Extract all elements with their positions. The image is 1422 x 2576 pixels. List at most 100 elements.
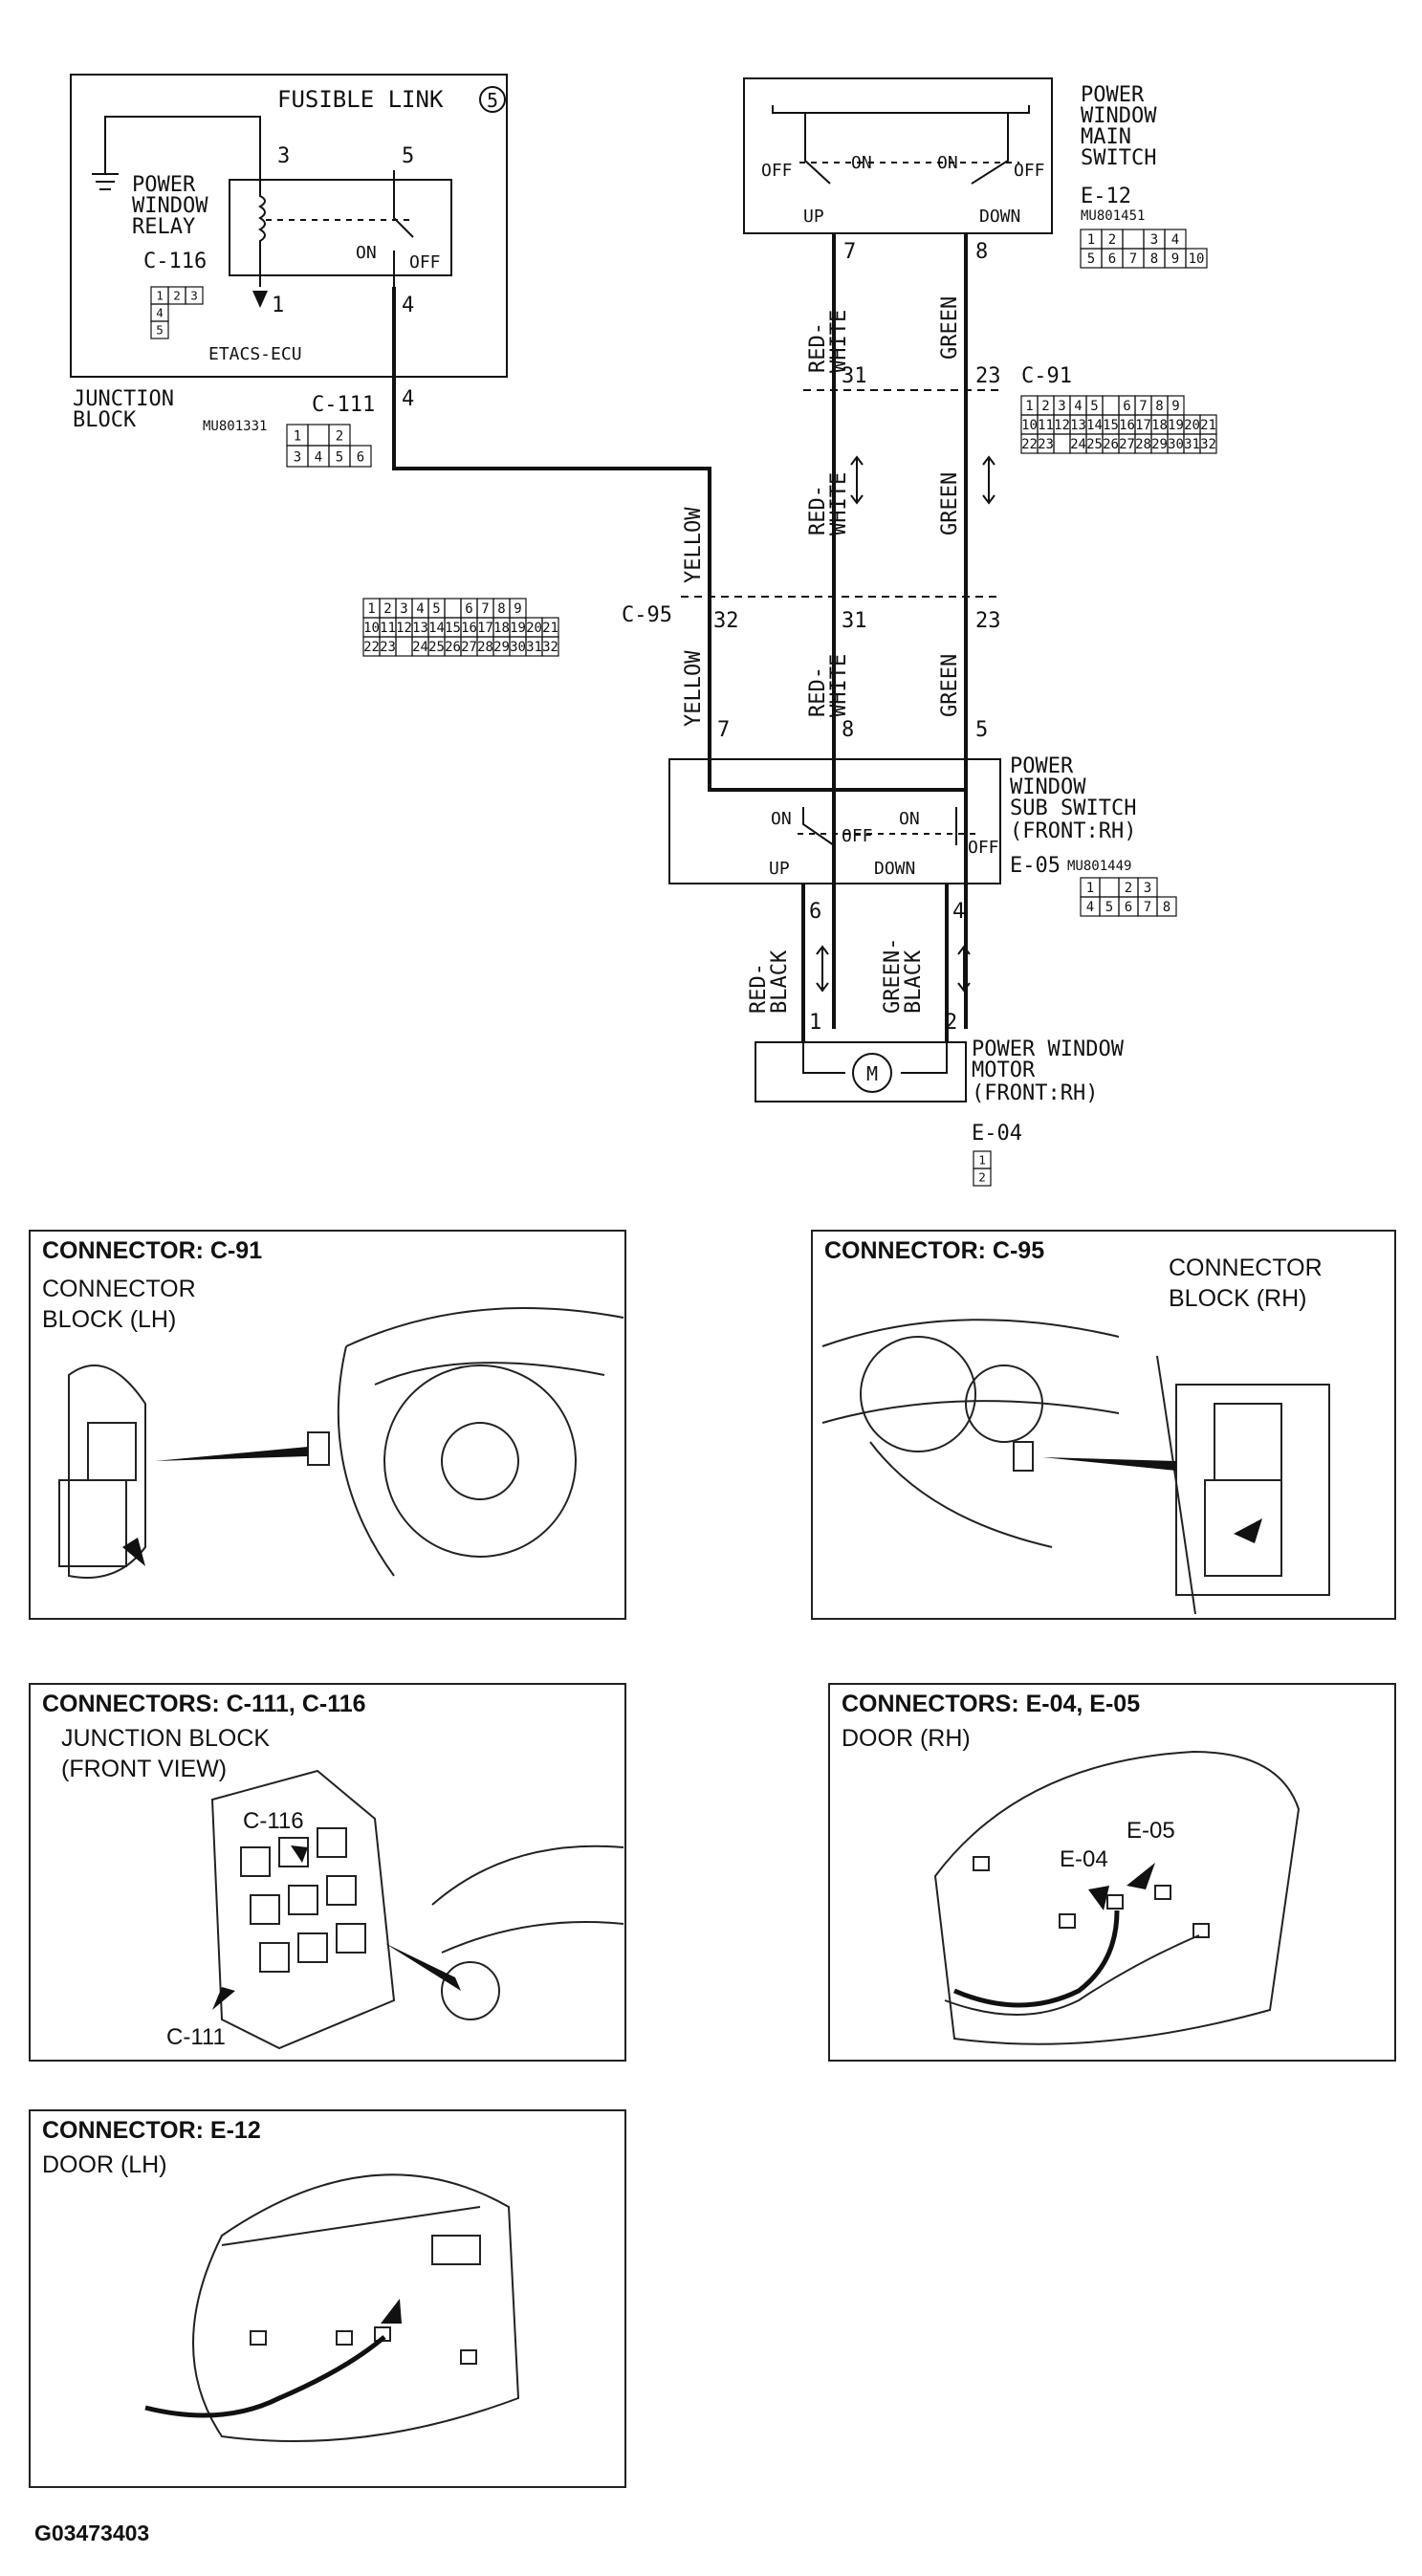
connector-pin-number: 29 bbox=[1151, 437, 1168, 452]
panel-e04-title: CONNECTORS: E-04, E-05 bbox=[842, 1691, 1141, 1717]
panel-connector-c91: CONNECTOR: C-91 CONNECTOR BLOCK (LH) bbox=[29, 1230, 626, 1620]
connector-pin-number: 5 bbox=[1087, 251, 1095, 267]
connector-cavity bbox=[1122, 229, 1145, 250]
connector-pin-number: 9 bbox=[514, 601, 521, 617]
connector-cavity bbox=[1099, 877, 1120, 898]
main-up: UP bbox=[803, 207, 824, 227]
main-on-left: ON bbox=[851, 153, 872, 173]
connector-pin-number: 3 bbox=[1058, 399, 1065, 414]
connector-cavity bbox=[349, 445, 372, 468]
panel-c111-sub-1: JUNCTION BLOCK bbox=[61, 1725, 271, 1752]
jb-part-number: MU801331 bbox=[203, 419, 267, 434]
junction-block-label-1: JUNCTION bbox=[73, 387, 174, 411]
connector-cavity bbox=[1185, 248, 1208, 269]
connector-pin-number: 6 bbox=[1108, 251, 1116, 267]
pin-31-c91: 31 bbox=[842, 364, 867, 388]
main-off-right: OFF bbox=[1014, 161, 1045, 181]
connector-pin-number: 28 bbox=[1135, 437, 1151, 452]
connector-pin-number: 15 bbox=[1103, 418, 1119, 433]
connector-pin-number: 25 bbox=[428, 640, 445, 655]
connector-pin-number: 31 bbox=[526, 640, 542, 655]
sub-switch-connector: E-05 bbox=[1010, 854, 1061, 878]
label-red-black-b: BLACK bbox=[768, 950, 792, 1014]
motor-icon bbox=[852, 1053, 892, 1093]
junction-block-label-2: BLOCK bbox=[73, 408, 137, 432]
connector-pin-number: 9 bbox=[1171, 251, 1179, 267]
connector-pin-number: 18 bbox=[493, 621, 510, 636]
connector-pin-number: 31 bbox=[1184, 437, 1200, 452]
callout-c111: C-111 bbox=[166, 2024, 226, 2050]
sub-switch-part: MU801449 bbox=[1067, 859, 1131, 874]
main-switch-box bbox=[743, 77, 1053, 234]
connector-pin-number: 18 bbox=[1151, 418, 1168, 433]
connector-pin-number: 16 bbox=[1119, 418, 1135, 433]
relay-label-3: RELAY bbox=[132, 215, 195, 239]
connector-pin-number: 5 bbox=[432, 601, 440, 617]
main-on-right: ON bbox=[937, 153, 958, 173]
connector-pin-number: 11 bbox=[1038, 418, 1054, 433]
connector-pin-number: 7 bbox=[1144, 900, 1151, 915]
sub-up: UP bbox=[769, 859, 790, 879]
pin-1: 1 bbox=[272, 294, 284, 317]
wire-yellow bbox=[392, 287, 711, 727]
connector-pin-number: 3 bbox=[294, 449, 301, 465]
connector-pin-number: 13 bbox=[412, 621, 428, 636]
figure-code: G03473403 bbox=[34, 2521, 150, 2545]
panel-connectors-c111-c116: CONNECTORS: C-111, C-116 JUNCTION BLOCK … bbox=[29, 1683, 626, 2062]
sub-switch-box bbox=[668, 758, 1001, 884]
relay-connector-label: C-116 bbox=[143, 250, 207, 273]
connector-pin-number: 12 bbox=[396, 621, 412, 636]
pin-3: 3 bbox=[277, 144, 290, 168]
connector-pin-number: 22 bbox=[1021, 437, 1038, 452]
connector-pin-number: 23 bbox=[1038, 437, 1054, 452]
connector-pin-number: 6 bbox=[1123, 399, 1130, 414]
connector-cavity bbox=[973, 1168, 992, 1187]
fusible-link-number-circle bbox=[479, 86, 506, 113]
door-lh-illustration bbox=[144, 2173, 520, 2442]
panel-connector-c95: CONNECTOR: C-95 CONNECTOR BLOCK (RH) bbox=[811, 1230, 1396, 1620]
connector-pin-number: 2 bbox=[1041, 399, 1049, 414]
connector-cavity bbox=[541, 636, 559, 657]
connector-pin-number: 28 bbox=[477, 640, 493, 655]
connector-pin-number: 26 bbox=[445, 640, 461, 655]
connector-cavity bbox=[185, 286, 204, 305]
connector-pin-number: 4 bbox=[315, 449, 322, 465]
connector-pin-number: 6 bbox=[1125, 900, 1132, 915]
panel-connector-e12: CONNECTOR: E-12 DOOR (LH) bbox=[29, 2109, 626, 2488]
main-switch-connector: E-12 bbox=[1081, 185, 1131, 208]
motor-label-3: (FRONT:RH) bbox=[972, 1081, 1098, 1105]
connector-cavity bbox=[1156, 896, 1177, 917]
connector-pin-number: 10 bbox=[363, 621, 380, 636]
connector-pin-number: 1 bbox=[978, 1152, 986, 1167]
pin-31-c95: 31 bbox=[842, 609, 867, 633]
connector-pin-number: 3 bbox=[1144, 881, 1151, 896]
connector-pin-number: 4 bbox=[1086, 900, 1094, 915]
panel-c91-sub-2: BLOCK (LH) bbox=[42, 1306, 177, 1333]
connector-pin-number: 27 bbox=[1119, 437, 1135, 452]
sub-switch-label-4: (FRONT:RH) bbox=[1010, 819, 1136, 843]
sub-switch-label-2: WINDOW bbox=[1010, 775, 1086, 799]
sub-switch-label-3: SUB SWITCH bbox=[1010, 797, 1136, 820]
connector-pin-number: 5 bbox=[1090, 399, 1098, 414]
motor-symbol: M bbox=[866, 1062, 878, 1085]
pin-23-c95: 23 bbox=[975, 609, 1001, 633]
label-red-white-2b: WHITE bbox=[827, 472, 851, 535]
label-red-black-a: RED- bbox=[747, 963, 771, 1014]
connector-pin-number: 2 bbox=[336, 428, 343, 444]
connector-pin-number: 3 bbox=[190, 288, 198, 302]
connector-pin-number: 8 bbox=[1150, 251, 1158, 267]
connector-pin-number: 4 bbox=[1074, 399, 1082, 414]
connector-pin-number: 15 bbox=[445, 621, 461, 636]
pin-5-sub: 5 bbox=[975, 718, 988, 742]
main-switch-part: MU801451 bbox=[1081, 208, 1145, 224]
wiring-schematic: FUSIBLE LINK 5 3 5 1 4 ON OFF POWER WIND… bbox=[70, 74, 1217, 1187]
connector-pin-number: 5 bbox=[336, 449, 343, 465]
label-green-black-b: BLACK bbox=[902, 950, 926, 1014]
label-green-black-a: GREEN- bbox=[881, 938, 905, 1014]
connector-pin-number: 3 bbox=[400, 601, 407, 617]
connector-pin-number: 2 bbox=[978, 1169, 986, 1184]
relay-on: ON bbox=[356, 243, 377, 263]
